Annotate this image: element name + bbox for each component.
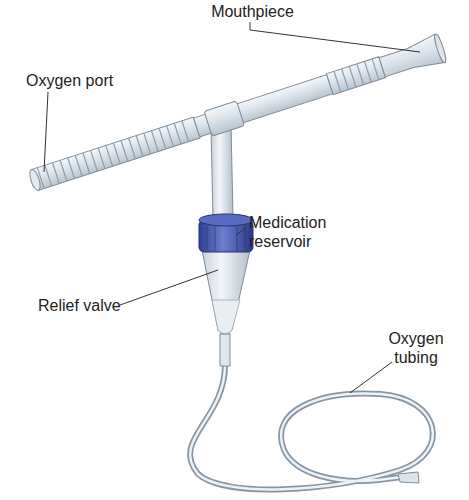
part-label: Medication reservoir (249, 213, 339, 251)
part-label: Mouthpiece (205, 2, 300, 21)
part-label: Oxygen port (26, 71, 136, 90)
breathing-tube (27, 33, 448, 195)
nebulizer-cup (199, 214, 253, 366)
oxygen-tubing (190, 365, 433, 489)
t-connector (211, 124, 233, 218)
part-label: Relief valve (38, 296, 148, 315)
part-label: Oxygen tubing (380, 329, 452, 367)
